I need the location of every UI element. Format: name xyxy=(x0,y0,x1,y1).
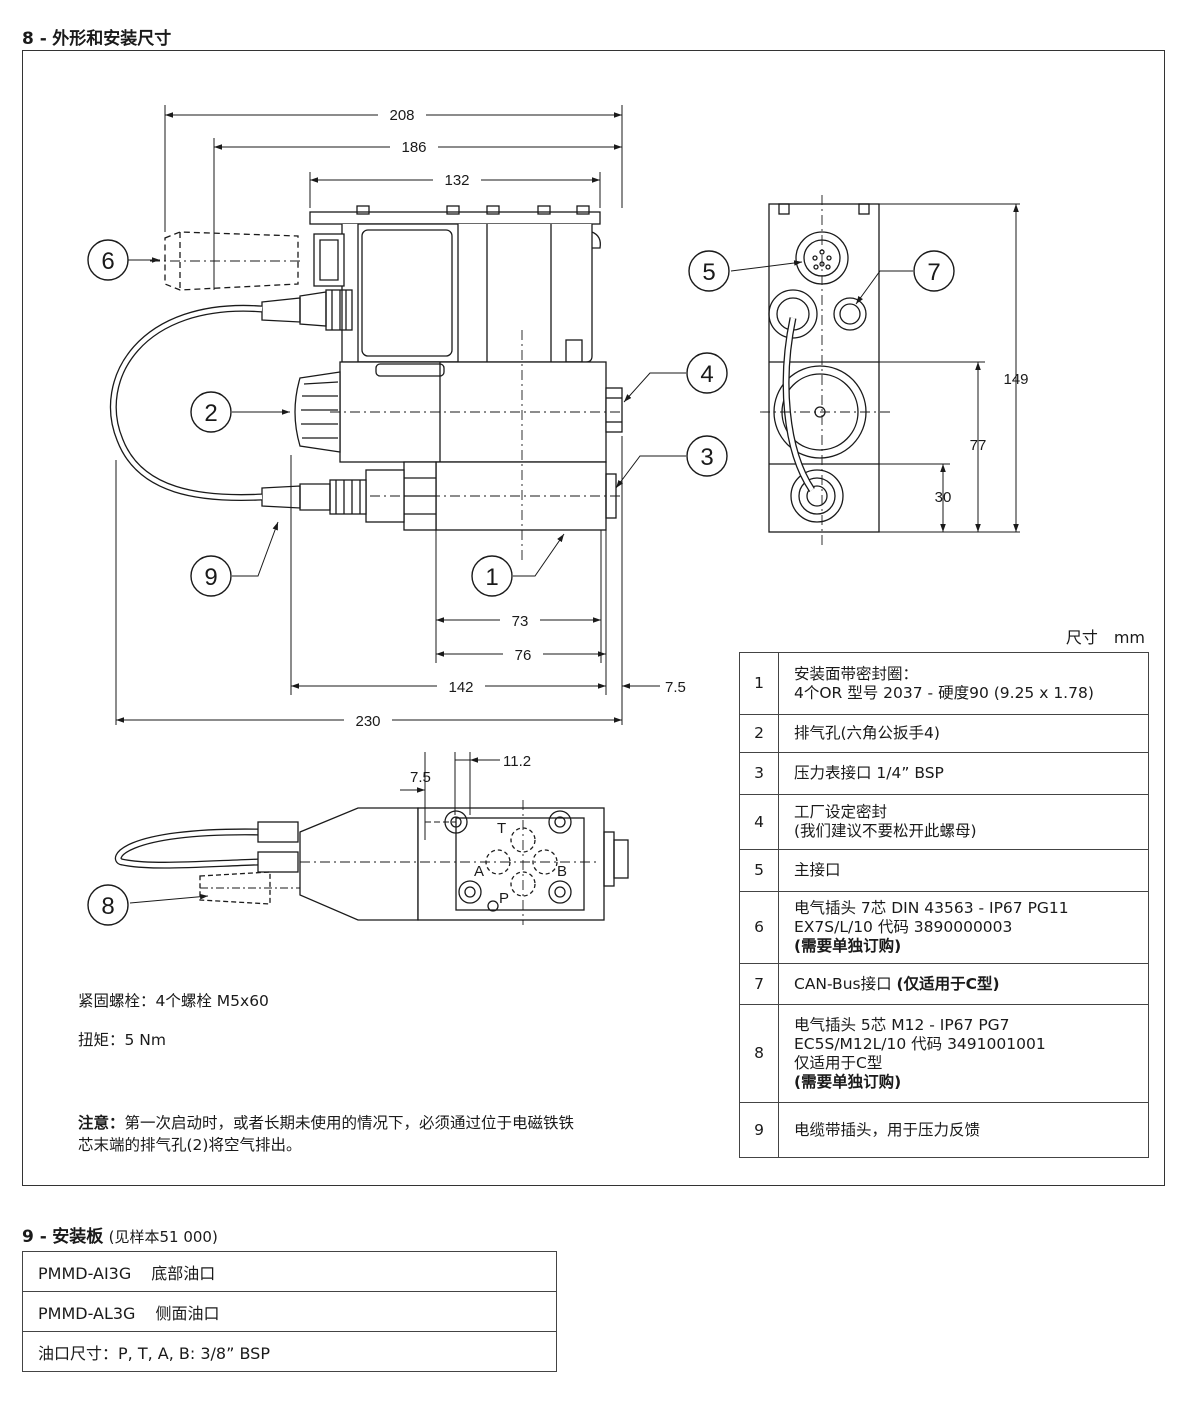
callout-4: 4 xyxy=(686,352,728,394)
svg-text:1: 1 xyxy=(485,564,498,591)
plate-desc: 侧面油口 xyxy=(155,1303,220,1323)
svg-text:8: 8 xyxy=(101,893,114,920)
plate-desc: 底部油口 xyxy=(151,1263,216,1283)
section-9-title: 9 - 安装板 (见样本51 000) xyxy=(22,1222,218,1247)
svg-text:6: 6 xyxy=(101,248,114,275)
callout-1: 1 xyxy=(471,555,513,597)
section-9-heading: 安装板 xyxy=(52,1227,104,1247)
attention-text-1: 第一次启动时，或者长期未使用的情况下，必须通过位于电磁铁铁 xyxy=(124,1114,575,1132)
svg-text:5: 5 xyxy=(702,259,715,286)
port-t: T xyxy=(497,820,506,837)
port-a: A xyxy=(474,863,484,880)
dim-7-5-side: 7.5 xyxy=(665,679,686,696)
dim-77: 77 xyxy=(970,437,987,454)
bolts-note: 紧固螺栓：4个螺栓 M5x60 xyxy=(78,992,269,1010)
svg-text:7: 7 xyxy=(927,259,940,286)
top-view xyxy=(114,800,629,925)
plate-row-1: PMMD-AI3G 底部油口 xyxy=(22,1251,557,1292)
port-p: P xyxy=(499,890,509,907)
attention-text-2: 芯末端的排气孔(2)将空气排出。 xyxy=(78,1136,302,1154)
extension-lines xyxy=(115,105,1020,840)
plate-row-2: PMMD-AL3G 侧面油口 xyxy=(22,1291,557,1332)
dim-208: 208 xyxy=(389,107,414,124)
legend-row-5: 5 主接口 xyxy=(739,849,1149,892)
legend-row-1: 1 安装面带密封圈：4个OR 型号 2037 - 硬度90 (9.25 x 1.… xyxy=(739,652,1149,715)
leader-lines xyxy=(128,257,913,904)
port-size-text: 油口尺寸：P, T, A, B: 3/8” BSP xyxy=(22,1331,557,1372)
side-view xyxy=(760,195,890,545)
section-8-number: 8 - xyxy=(22,29,47,49)
port-b: B xyxy=(557,863,567,880)
dim-30: 30 xyxy=(935,489,952,506)
legend-row-3: 3 压力表接口 1/4” BSP xyxy=(739,752,1149,795)
svg-text:3: 3 xyxy=(700,444,713,471)
dim-186: 186 xyxy=(401,139,426,156)
legend-table: 1 安装面带密封圈：4个OR 型号 2037 - 硬度90 (9.25 x 1.… xyxy=(739,652,1149,1158)
svg-text:9: 9 xyxy=(204,564,217,591)
dim-142: 142 xyxy=(448,679,473,696)
attention-label: 注意： xyxy=(78,1114,125,1132)
drawing-frame xyxy=(22,50,1165,1186)
callout-2: 2 xyxy=(190,391,232,433)
front-view xyxy=(109,205,623,560)
svg-text:4: 4 xyxy=(700,361,713,388)
dimension-drawing: 6 2 4 3 9 1 5 7 8 208 186 132 149 77 30 … xyxy=(87,104,1029,926)
dim-132: 132 xyxy=(444,172,469,189)
dim-76: 76 xyxy=(515,647,532,664)
dim-73: 73 xyxy=(512,613,529,630)
dim-230: 230 xyxy=(355,713,380,730)
plate-code: PMMD-AI3G xyxy=(38,1263,132,1283)
dimension-labels: 208 186 132 149 77 30 73 76 142 7.5 230 … xyxy=(344,104,1029,786)
legend-row-7: 7 CAN-Bus接口 (仅适用于C型) xyxy=(739,963,1149,1005)
dim-149: 149 xyxy=(1003,371,1028,388)
svg-text:2: 2 xyxy=(204,400,217,427)
torque-note: 扭矩：5 Nm xyxy=(78,1031,166,1049)
unit-label: 尺寸 mm xyxy=(1065,628,1145,647)
callout-8: 8 xyxy=(87,884,129,926)
callout-7: 7 xyxy=(913,250,955,292)
legend-row-9: 9 电缆带插头，用于压力反馈 xyxy=(739,1102,1149,1158)
legend-row-4: 4 工厂设定密封(我们建议不要松开此螺母) xyxy=(739,794,1149,850)
callout-circles: 6 2 4 3 9 1 5 7 8 xyxy=(87,239,955,926)
legend-row-2: 2 排气孔(六角公扳手4) xyxy=(739,714,1149,753)
plate-row-3: 油口尺寸：P, T, A, B: 3/8” BSP xyxy=(22,1331,557,1372)
callout-5: 5 xyxy=(688,250,730,292)
attention-note: 注意：第一次启动时，或者长期未使用的情况下，必须通过位于电磁铁铁 芯末端的排气孔… xyxy=(78,1112,678,1156)
callout-3: 3 xyxy=(686,435,728,477)
section-8-heading: 外形和安装尺寸 xyxy=(52,29,172,49)
dim-11-2: 11.2 xyxy=(503,753,531,770)
section-9-number: 9 - xyxy=(22,1227,47,1247)
section-9-subtitle: (见样本51 000) xyxy=(108,1228,218,1246)
dim-7-5-top: 7.5 xyxy=(410,769,431,786)
plate-code: PMMD-AL3G xyxy=(38,1303,136,1323)
section-8-title: 8 - 外形和安装尺寸 xyxy=(22,24,171,49)
plates-table: PMMD-AI3G 底部油口 PMMD-AL3G 侧面油口 油口尺寸：P, T, A… xyxy=(22,1251,557,1372)
callout-9: 9 xyxy=(190,555,232,597)
callout-6: 6 xyxy=(87,239,129,281)
port-labels: T A B P xyxy=(474,820,567,907)
